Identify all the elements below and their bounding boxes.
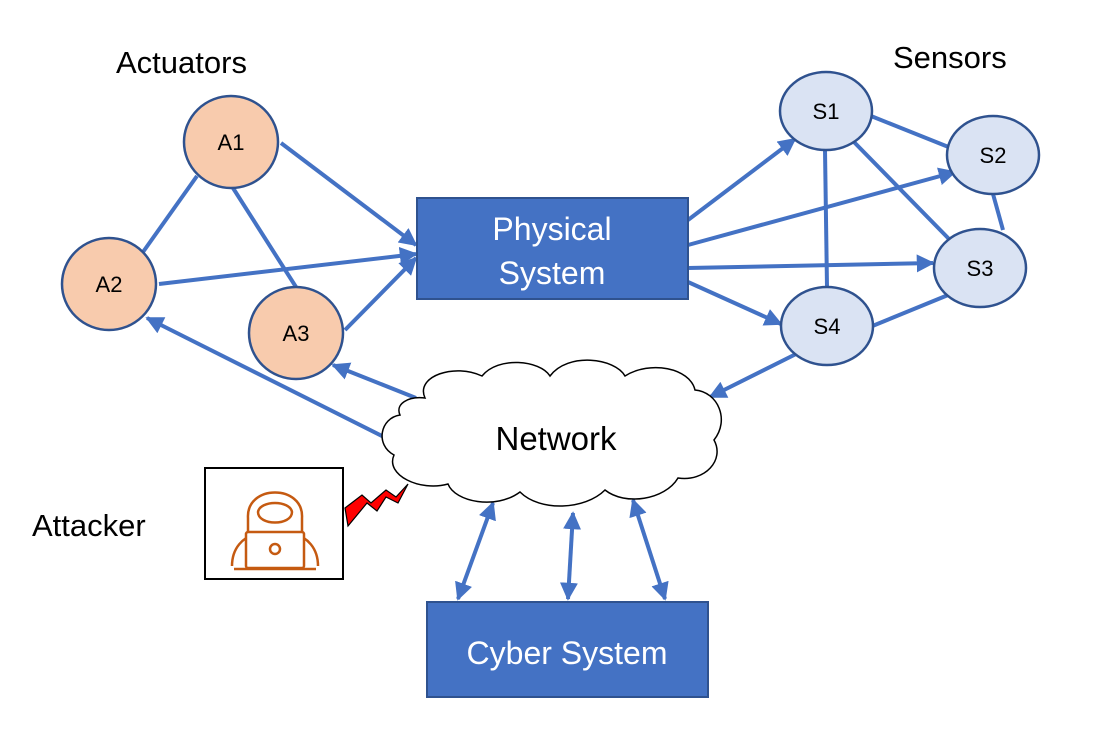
network-cloud: Network bbox=[381, 359, 723, 507]
edge-network-cyber-2 bbox=[559, 511, 582, 601]
actuator-node-a3: A3 bbox=[247, 285, 345, 381]
physical-system-label-line2: System bbox=[499, 255, 606, 291]
actuators-heading: Actuators bbox=[116, 45, 247, 80]
network-label: Network bbox=[495, 420, 617, 457]
edge-a1-physical bbox=[279, 141, 418, 247]
edge-s4-network bbox=[708, 352, 797, 399]
edge-physical-s3 bbox=[687, 254, 935, 273]
attacker-icon bbox=[204, 467, 344, 580]
sensor-node-s1: S1 bbox=[778, 70, 874, 152]
edge-s1-s3 bbox=[850, 138, 952, 242]
edge-physical-s2 bbox=[687, 167, 957, 247]
sensor-label-s2: S2 bbox=[980, 143, 1007, 168]
cyber-system-label: Cyber System bbox=[467, 635, 668, 671]
edge-network-a3 bbox=[331, 362, 417, 400]
sensor-node-s4: S4 bbox=[779, 285, 875, 367]
cyber-system-box: Cyber System bbox=[426, 601, 709, 698]
sensor-node-s3: S3 bbox=[932, 227, 1028, 309]
actuator-node-a2: A2 bbox=[60, 236, 158, 332]
edge-network-cyber-3 bbox=[629, 498, 669, 601]
actuator-label-a2: A2 bbox=[96, 272, 123, 297]
attacker-heading: Attacker bbox=[32, 508, 146, 543]
edge-a2-physical bbox=[158, 246, 418, 286]
edge-network-cyber-1 bbox=[455, 501, 496, 601]
sensors-heading: Sensors bbox=[893, 40, 1007, 75]
edge-s4-s3 bbox=[869, 291, 954, 329]
actuator-edges bbox=[141, 141, 418, 332]
lightning-bolt-icon bbox=[344, 483, 409, 528]
sensor-edges bbox=[686, 114, 1005, 329]
sensor-label-s3: S3 bbox=[967, 256, 994, 281]
edge-s2-s3 bbox=[991, 193, 1005, 231]
physical-system-label-line1: Physical bbox=[492, 211, 611, 247]
edge-a1-a2 bbox=[141, 174, 199, 254]
actuator-label-a3: A3 bbox=[283, 321, 310, 346]
sensor-label-s4: S4 bbox=[814, 314, 841, 339]
edge-network-a2 bbox=[145, 316, 387, 440]
actuator-label-a1: A1 bbox=[218, 130, 245, 155]
edge-physical-s1 bbox=[686, 137, 797, 222]
sensor-node-s2: S2 bbox=[945, 114, 1041, 196]
network-edges bbox=[145, 316, 797, 601]
physical-system-box: Physical System bbox=[416, 197, 689, 300]
actuator-node-a1: A1 bbox=[182, 94, 280, 190]
sensor-label-s1: S1 bbox=[813, 99, 840, 124]
edge-a3-physical bbox=[343, 256, 418, 332]
edge-physical-s4 bbox=[687, 280, 783, 326]
edge-s1-s2 bbox=[870, 114, 952, 150]
edge-s1-s4 bbox=[823, 149, 829, 288]
